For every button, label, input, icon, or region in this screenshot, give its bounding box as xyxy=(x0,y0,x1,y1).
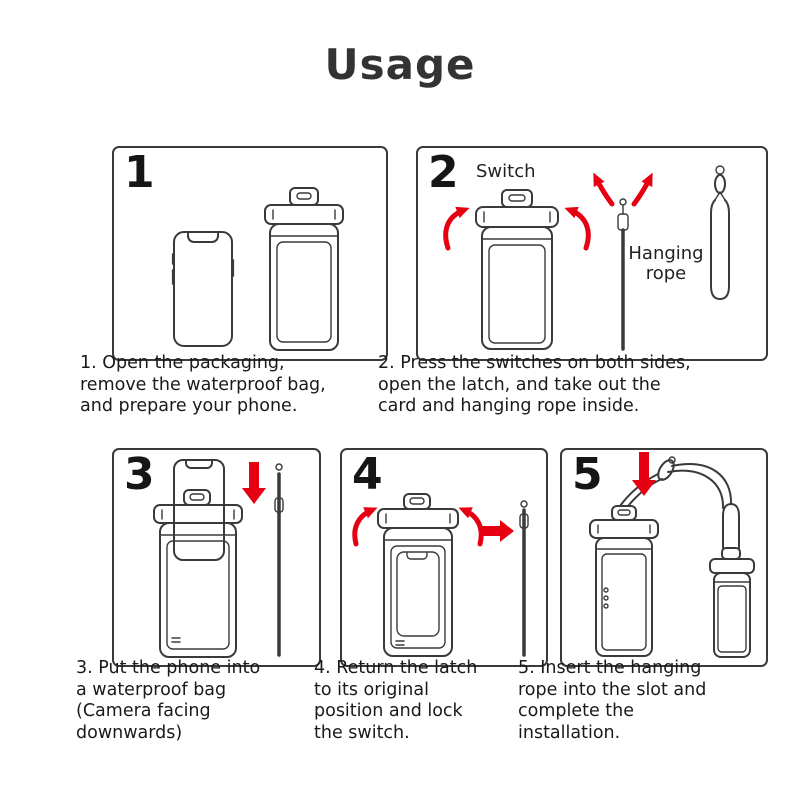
phone-illustration xyxy=(171,231,235,347)
step-1-caption: 1. Open the packaging, remove the waterp… xyxy=(80,353,326,417)
waterproof-bag-illustration xyxy=(377,493,459,657)
take-out-arrows xyxy=(593,172,653,207)
step-3-caption: 3. Put the phone into a waterproof bag (… xyxy=(76,658,261,744)
step-5-caption: 5. Insert the hanging rope into the slot… xyxy=(518,658,707,744)
step-2-number: 2 xyxy=(428,147,459,198)
right-arrow xyxy=(482,520,514,542)
insert-down-arrow xyxy=(632,452,656,496)
waterproof-bag-illustration xyxy=(153,489,243,658)
inner-cord-illustration xyxy=(617,198,629,351)
waterproof-bag-illustration xyxy=(264,187,344,351)
hanging-rope-illustration xyxy=(710,165,730,300)
step-5-illustration xyxy=(589,452,755,658)
page-title: Usage xyxy=(324,40,476,89)
carabiner-icon xyxy=(657,456,676,481)
step-5-number: 5 xyxy=(572,449,603,500)
phone-illustration xyxy=(173,459,225,561)
step-4-panel: 4 xyxy=(340,448,548,667)
lock-switch-arrows xyxy=(352,507,484,547)
step-3-panel: 3 xyxy=(112,448,321,667)
step-4-illustration xyxy=(352,493,529,657)
step-4-number: 4 xyxy=(352,449,383,500)
inner-cord-illustration xyxy=(274,463,284,657)
step-4-caption: 4. Return the latch to its original posi… xyxy=(314,658,478,744)
step-2-caption: 2. Press the switches on both sides, ope… xyxy=(378,353,691,417)
waterproof-bag-illustration xyxy=(589,505,659,657)
step-2-panel: 2 Switch Hanging rope xyxy=(416,146,768,361)
step-1-panel: 1 xyxy=(112,146,388,361)
press-switch-arrows xyxy=(443,206,591,251)
switch-label: Switch xyxy=(476,161,536,182)
small-bag-with-rope-illustration xyxy=(709,503,755,658)
waterproof-bag-illustration xyxy=(475,189,559,350)
inner-cord-illustration xyxy=(519,500,529,657)
step-3-number: 3 xyxy=(124,449,155,500)
step-5-panel: 5 xyxy=(560,448,768,667)
phone-in-bag-illustration xyxy=(395,551,440,646)
insert-down-arrow xyxy=(242,462,266,504)
step-1-illustration xyxy=(171,187,344,351)
step-1-number: 1 xyxy=(124,147,155,198)
step-2-illustration xyxy=(443,165,730,351)
hanging-rope-label: Hanging rope xyxy=(628,243,704,284)
step-3-illustration xyxy=(153,459,284,658)
